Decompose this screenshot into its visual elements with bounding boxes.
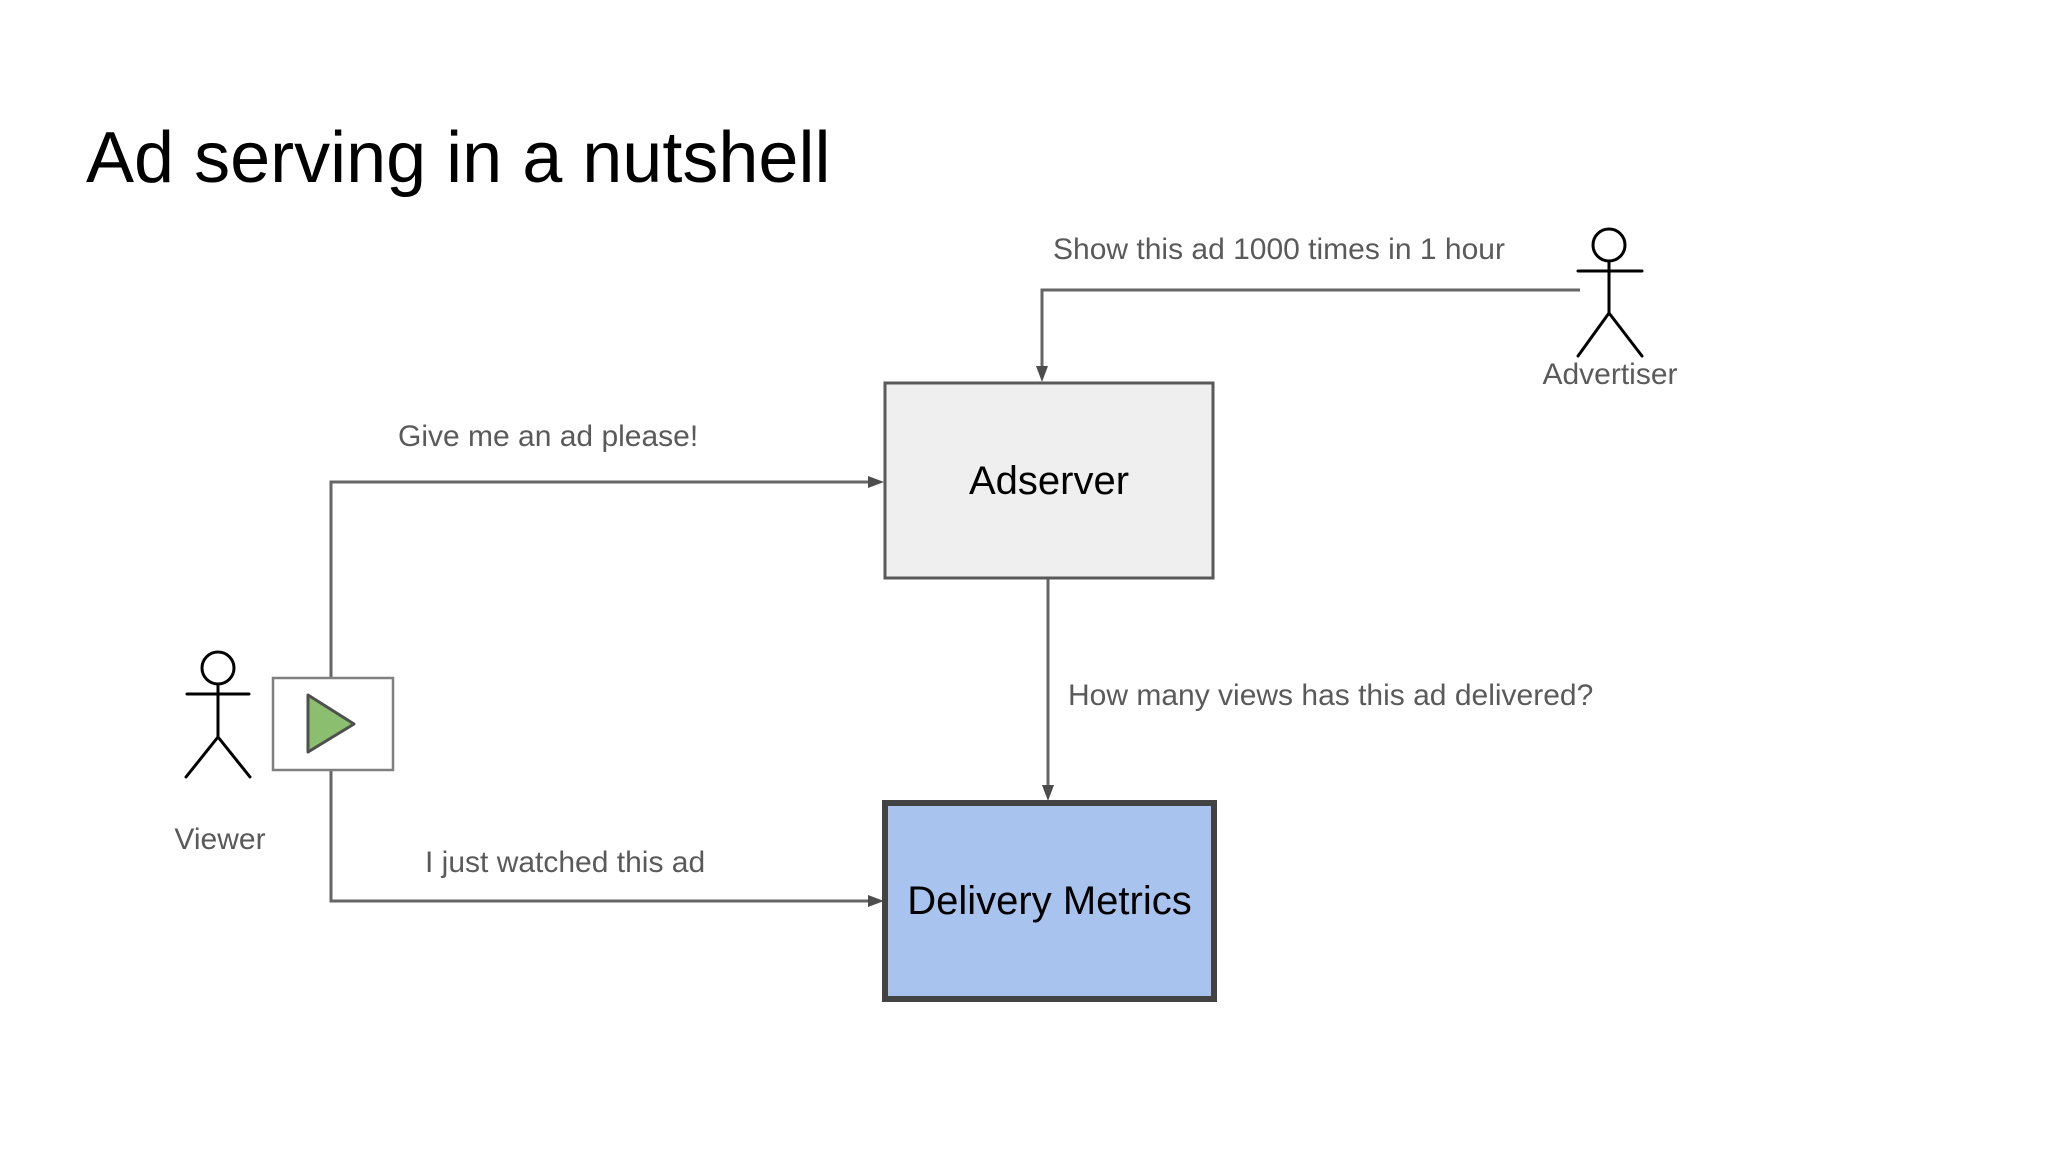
message-viewer-to-adserver: Give me an ad please! [398, 420, 699, 453]
play-icon [306, 693, 356, 754]
advertiser-figure-icon [1576, 227, 1644, 358]
viewer-head [200, 650, 236, 686]
arrowhead-into-delivery-left [868, 895, 884, 907]
arrowhead-into-adserver-top [1036, 366, 1048, 382]
advertiser-label: Advertiser [1542, 358, 1678, 391]
delivery-metrics-box [882, 800, 1217, 1002]
viewer-figure-icon [184, 650, 252, 779]
advertiser-head [1591, 227, 1627, 263]
advertiser-legs [1576, 310, 1644, 358]
page-title: Ad serving in a nutshell [86, 118, 831, 198]
viewer-legs [184, 734, 252, 779]
connector-viewer-to-delivery-metrics [329, 770, 871, 903]
connector-advertiser-to-adserver [1040, 288, 1580, 370]
connectors [329, 288, 1580, 903]
viewer-label: Viewer [174, 823, 266, 856]
delivery-metrics-label: Delivery Metrics [907, 879, 1192, 923]
connector-viewer-to-adserver [329, 480, 871, 678]
message-viewer-to-delivery-metrics: I just watched this ad [425, 846, 706, 879]
arrowhead-into-adserver-left [868, 476, 884, 488]
video-player [271, 676, 395, 772]
message-adserver-to-delivery-metrics: How many views has this ad delivered? [1068, 679, 1594, 712]
arrowheads [868, 366, 1054, 907]
message-advertiser-to-adserver: Show this ad 1000 times in 1 hour [1053, 233, 1505, 266]
arrowhead-into-delivery-top [1042, 785, 1054, 801]
adserver-label: Adserver [968, 458, 1130, 503]
adserver-box [883, 381, 1215, 580]
